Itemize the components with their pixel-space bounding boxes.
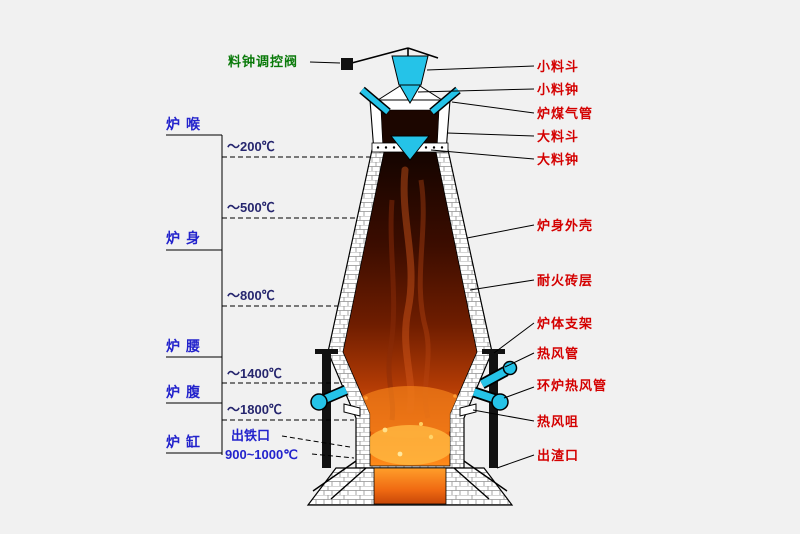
bustle-pipe-left [310, 384, 349, 411]
runner-lines [312, 460, 508, 500]
label-temp-200: ～200℃ [227, 139, 275, 154]
label-waist: 炉腰 [166, 338, 206, 354]
label-bell-valve: 料钟调控阀 [228, 54, 299, 69]
label-slag-hole: 出渣口 [537, 448, 580, 463]
support-frame-right [482, 349, 505, 468]
label-tap-hole: 出铁口 [231, 428, 271, 443]
label-bustle-pipe: 环炉热风管 [537, 378, 608, 393]
label-small-bell: 小料钟 [537, 82, 580, 97]
tuyere-left [343, 403, 361, 417]
label-tap-temp: 900~1000℃ [225, 447, 298, 462]
label-temp-800: ～800℃ [227, 288, 275, 303]
gas-pipe-right [429, 86, 461, 116]
bustle-pipe-right [472, 386, 509, 411]
leader-line-valve [309, 61, 341, 64]
throat-assembly [341, 47, 461, 161]
label-large-hopper: 大料斗 [537, 129, 580, 144]
molten-column [373, 467, 447, 505]
counterweight [341, 58, 353, 70]
label-shaft: 炉身 [166, 230, 206, 246]
label-firebrick: 耐火砖层 [537, 273, 594, 288]
label-hot-blast-pipe: 热风管 [537, 346, 580, 361]
label-temp-1800: ～1800℃ [227, 402, 282, 417]
label-large-bell: 大料钟 [537, 152, 580, 167]
boundary-dashed-lines [222, 156, 370, 459]
tuyere-right [459, 403, 477, 417]
leader-lines-right [417, 65, 535, 469]
label-hearth: 炉缸 [166, 434, 206, 450]
label-gas-pipe: 炉煤气管 [537, 106, 594, 121]
large-bell [389, 135, 431, 161]
label-support: 炉体支架 [537, 316, 594, 331]
label-tuyere: 热风咀 [537, 414, 580, 429]
label-shell: 炉身外壳 [537, 218, 594, 233]
hot-blast-pipe-right [479, 360, 518, 389]
bell-lever-rod [347, 47, 439, 65]
label-temp-500: ～500℃ [227, 200, 275, 215]
label-throat: 炉喉 [166, 116, 206, 132]
label-belly: 炉腹 [166, 384, 206, 400]
zone-bracket [166, 134, 223, 455]
furnace-interior [342, 151, 478, 467]
support-frame-left [315, 349, 338, 468]
gas-pipe-left [359, 86, 391, 116]
label-temp-1400: ～1400℃ [227, 366, 282, 381]
label-small-hopper: 小料斗 [537, 59, 580, 74]
small-hopper [391, 55, 429, 86]
